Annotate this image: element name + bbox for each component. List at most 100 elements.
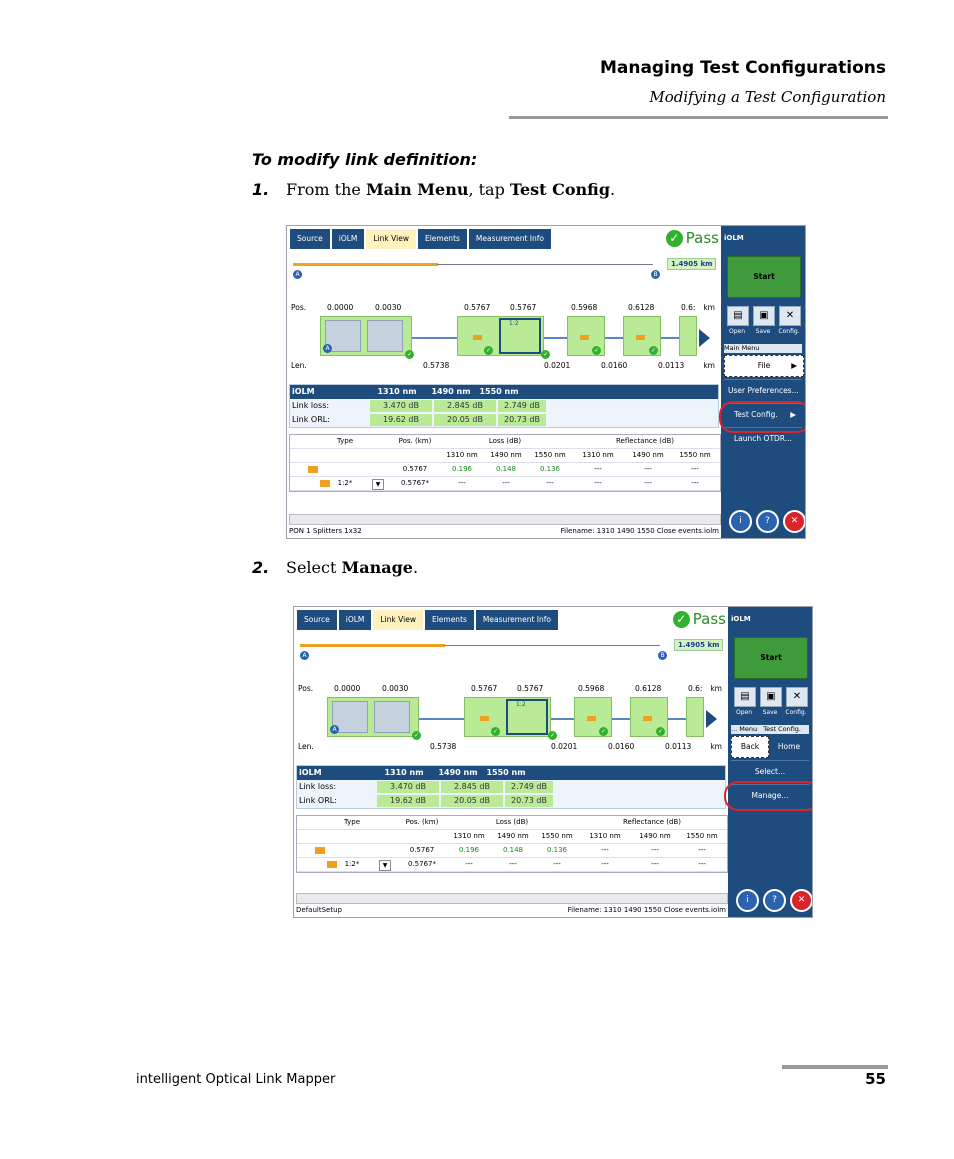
section-title: Managing Test Configurations <box>599 58 886 78</box>
tab-source[interactable]: Source <box>289 228 331 250</box>
event-value: 0.136 <box>546 846 568 854</box>
events-header-cell: 1550 nm <box>534 451 566 459</box>
chevron-down-icon[interactable]: ▼ <box>379 860 391 871</box>
info-icon[interactable]: i <box>736 889 759 912</box>
events-subheader: 1310 nm 1490 nm 1550 nm 1310 nm 1490 nm … <box>297 830 727 844</box>
open-icon[interactable]: ▤ <box>727 306 749 326</box>
info-icon[interactable]: i <box>729 510 752 533</box>
range-track[interactable] <box>293 263 438 266</box>
tab-iolm[interactable]: iOLM <box>330 228 366 250</box>
summary-header: iOLM 1310 nm 1490 nm 1550 nm <box>297 766 725 780</box>
summary-value: 3.470 dB <box>377 781 439 793</box>
event-value: --- <box>546 479 554 487</box>
horizontal-scrollbar[interactable] <box>289 514 721 525</box>
step-text: , tap <box>468 180 510 199</box>
marker-a-small: A <box>330 725 339 734</box>
events-header-cell: Pos. (km) <box>398 437 432 445</box>
menu-file[interactable]: File ▶ <box>724 355 804 377</box>
splitter-element[interactable] <box>499 318 541 354</box>
step-bold: Test Config <box>509 180 610 199</box>
table-row[interactable]: 1:2* ▼ 0.5767* --- --- --- --- --- --- <box>297 858 727 872</box>
events-header-cell: Type <box>343 818 361 826</box>
pos-value: 0.0000 <box>327 303 354 312</box>
tab-link-view[interactable]: Link View <box>365 228 417 250</box>
pos-label: Pos. <box>298 684 314 693</box>
element-box[interactable] <box>686 697 704 737</box>
table-row[interactable]: 0.5767 0.196 0.148 0.136 --- --- --- <box>297 844 727 858</box>
help-icon[interactable]: ? <box>756 510 779 533</box>
splitter-element[interactable] <box>506 699 548 735</box>
event-pos: 0.5767* <box>408 860 436 868</box>
marker-a[interactable]: A <box>300 651 309 660</box>
tab-elements[interactable]: Elements <box>416 228 468 250</box>
event-value: 0.136 <box>539 465 561 473</box>
step-number: 1. <box>252 180 270 199</box>
horizontal-scrollbar[interactable] <box>296 893 728 904</box>
event-value: --- <box>502 479 510 487</box>
tab-link-view[interactable]: Link View <box>372 609 424 631</box>
config-icon[interactable]: ✕ <box>786 687 808 707</box>
pos-value: 0.5968 <box>571 303 598 312</box>
save-icon[interactable]: ▣ <box>753 306 775 326</box>
start-button[interactable]: Start <box>727 256 801 298</box>
menu-launch-otdr[interactable]: Launch OTDR... <box>724 427 802 450</box>
menu-user-preferences[interactable]: User Preferences... <box>724 379 802 402</box>
table-row[interactable]: 1:2* ▼ 0.5767* --- --- --- --- --- --- <box>290 477 720 491</box>
summary-header-cell: 1490 nm <box>431 387 471 396</box>
tab-measurement-info[interactable]: Measurement Info <box>474 609 559 631</box>
splitter-type-icon <box>320 480 330 487</box>
connector-element[interactable] <box>374 701 410 733</box>
km-label: km <box>710 684 722 693</box>
breadcrumb-main-menu[interactable]: ... Menu <box>731 725 758 733</box>
chevron-down-icon[interactable]: ▼ <box>372 479 384 490</box>
ok-icon: ✓ <box>649 346 658 355</box>
event-type[interactable]: 1:2* <box>344 860 360 868</box>
connector-element[interactable] <box>367 320 403 352</box>
help-icon[interactable]: ? <box>763 889 786 912</box>
home-button[interactable]: Home <box>777 742 801 751</box>
event-pos: 0.5767 <box>409 846 435 854</box>
table-row[interactable]: 0.5767 0.196 0.148 0.136 --- --- --- <box>290 463 720 477</box>
element-box[interactable] <box>679 316 697 356</box>
marker-a[interactable]: A <box>293 270 302 279</box>
tab-source[interactable]: Source <box>296 609 338 631</box>
step-text: Select <box>286 558 342 577</box>
len-value: 0.0201 <box>551 742 578 751</box>
events-header-cell: Reflectance (dB) <box>623 818 681 826</box>
ok-icon: ✓ <box>541 350 550 359</box>
procedure-title: To modify link definition: <box>252 150 478 169</box>
marker-b[interactable]: B <box>651 270 660 279</box>
close-icon[interactable]: ✕ <box>783 510 805 533</box>
tab-measurement-info[interactable]: Measurement Info <box>467 228 552 250</box>
link-view-panel: Source iOLM Link View Elements Measureme… <box>287 226 721 538</box>
event-mark <box>643 716 652 721</box>
events-header-cell: Loss (dB) <box>488 437 522 445</box>
tab-iolm[interactable]: iOLM <box>337 609 373 631</box>
open-icon[interactable]: ▤ <box>734 687 756 707</box>
range-track[interactable] <box>300 644 445 647</box>
event-value: --- <box>601 860 609 868</box>
highlight-circle <box>719 401 805 433</box>
menu-select[interactable]: Select... <box>731 760 809 783</box>
tab-bar: Source iOLM Link View Elements Measureme… <box>296 609 559 631</box>
len-value: 0.0160 <box>608 742 635 751</box>
config-icon[interactable]: ✕ <box>779 306 801 326</box>
tab-elements[interactable]: Elements <box>423 609 475 631</box>
menu-manage[interactable]: Manage... <box>731 784 809 807</box>
back-button[interactable]: Back <box>731 736 769 758</box>
scroll-right-arrow[interactable] <box>699 329 710 347</box>
scroll-right-arrow[interactable] <box>706 710 717 728</box>
link-length-badge: 1.4905 km <box>674 639 724 651</box>
pos-value: 0.0000 <box>334 684 361 693</box>
menu-test-config[interactable]: Test Config. ▶ <box>724 403 802 426</box>
event-value: --- <box>553 860 561 868</box>
summary-row: Link loss: 3.470 dB 2.845 dB 2.749 dB <box>290 399 718 413</box>
close-icon[interactable]: ✕ <box>790 889 812 912</box>
event-value: --- <box>651 846 659 854</box>
save-icon[interactable]: ▣ <box>760 687 782 707</box>
step-bold: Manage <box>341 558 413 577</box>
start-button[interactable]: Start <box>734 637 808 679</box>
marker-b[interactable]: B <box>658 651 667 660</box>
event-value: 0.148 <box>502 846 524 854</box>
event-type[interactable]: 1:2* <box>337 479 353 487</box>
